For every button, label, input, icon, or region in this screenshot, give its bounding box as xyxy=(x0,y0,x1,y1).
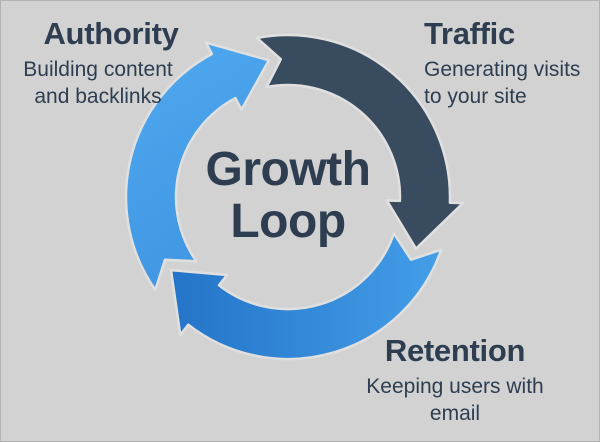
traffic-step: Traffic Generating visits to your site xyxy=(424,17,600,110)
retention-description-line1: Keeping users with xyxy=(366,375,544,398)
arrow-traffic-to-retention-icon xyxy=(255,33,465,250)
retention-description: Keeping users with email xyxy=(348,373,562,427)
arrow-retention-to-authority-icon xyxy=(169,232,443,361)
retention-step: Retention Keeping users with email xyxy=(348,334,562,427)
retention-label: Retention xyxy=(384,333,526,368)
retention-description-line2: email xyxy=(429,402,481,425)
diagram-title-line1: Growth xyxy=(205,143,371,196)
traffic-label: Traffic xyxy=(424,16,515,51)
diagram-title-line2: Loop xyxy=(230,195,346,248)
diagram-title: Growth Loop xyxy=(178,144,398,248)
traffic-description: Generating visits to your site xyxy=(424,56,600,110)
traffic-description-line1: Generating visits xyxy=(424,58,581,81)
authority-step: Authority Building content and backlinks xyxy=(6,17,190,110)
arrow-authority-to-traffic-icon xyxy=(124,41,271,292)
traffic-description-line2: to your site xyxy=(424,85,527,108)
authority-description: Building content and backlinks xyxy=(6,56,190,110)
authority-label: Authority xyxy=(43,16,179,51)
authority-description-line2: and backlinks xyxy=(34,85,162,108)
authority-description-line1: Building content xyxy=(23,58,173,81)
